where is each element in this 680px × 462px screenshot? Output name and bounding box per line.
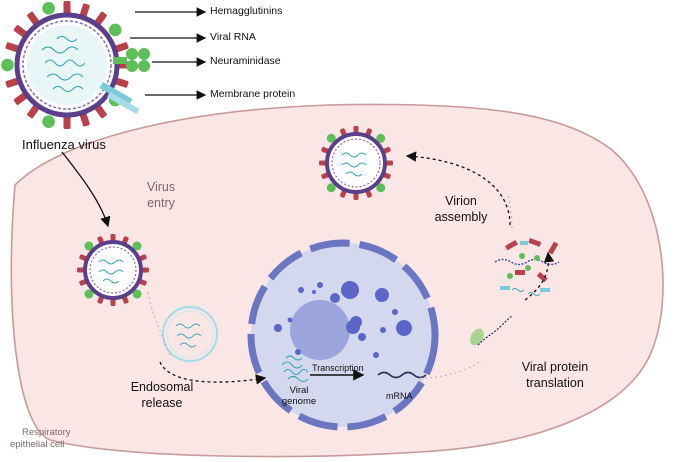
ribosome <box>470 315 513 346</box>
label-virus-entry-2: entry <box>147 196 175 210</box>
virus-entry-arrow <box>61 151 111 228</box>
nucleus <box>247 239 439 431</box>
label-virus-entry-1: Virus <box>146 180 176 194</box>
viral-genome-rna <box>281 355 309 383</box>
label-viral-genome-2: genome <box>281 396 317 407</box>
neuraminidase-spike <box>326 133 336 143</box>
neuraminidase-spike <box>42 2 55 15</box>
neuraminidase-spike <box>84 289 94 299</box>
label-translation-1: Viral protein <box>521 360 589 374</box>
neuraminidase-spike <box>326 183 336 193</box>
influenza-virus-particle <box>1 1 131 129</box>
neuraminidase-spike <box>132 241 142 251</box>
chromatin-dots <box>274 281 412 358</box>
label-cell-1: Respiratory <box>22 427 71 438</box>
neuraminidase-spike <box>42 115 55 128</box>
neuraminidase-spike <box>84 241 94 251</box>
label-translation-2: translation <box>526 376 584 390</box>
label-viral-rna: Viral RNA <box>210 31 256 43</box>
label-mrna: mRNA <box>386 391 413 401</box>
process-arrows <box>159 151 555 385</box>
faint-entry-path <box>147 291 171 356</box>
viral-protein-components <box>494 237 560 296</box>
assembly-arrow <box>405 151 511 226</box>
neuraminidase-spike <box>1 58 14 72</box>
label-hemagglutinins: Hemagglutinins <box>210 5 283 17</box>
label-virion-2: assembly <box>434 210 488 224</box>
label-influenza-virus: Influenza virus <box>22 137 106 152</box>
membrane-protein-callout <box>99 82 140 115</box>
label-endosomal-1: Endosomal <box>130 380 194 394</box>
endosomal-release-arrow <box>159 361 267 385</box>
legend-arrows <box>130 7 207 100</box>
label-virion-1: Virion <box>445 194 477 208</box>
endosome <box>161 305 219 363</box>
neuraminidase-spike <box>376 183 386 193</box>
label-membrane-protein: Membrane protein <box>210 88 296 100</box>
assembled-virion <box>319 126 393 200</box>
neuraminidase-spike <box>376 133 386 143</box>
entering-virus <box>77 234 149 306</box>
translation-arrow <box>524 251 555 301</box>
faint-mrna-path <box>419 359 483 379</box>
faint-assembly-path <box>507 194 513 229</box>
neuraminidase-callout <box>113 48 150 72</box>
label-endosomal-2: release <box>141 396 183 410</box>
label-viral-genome-1: Viral <box>289 385 309 396</box>
label-neuraminidase: Neuraminidase <box>210 55 281 67</box>
label-cell-2: epithelial cell <box>10 439 65 450</box>
nucleolus <box>290 300 350 360</box>
mrna-strand <box>377 371 427 379</box>
neuraminidase-spike <box>132 289 142 299</box>
label-transcription: Transcription <box>312 363 364 373</box>
neuraminidase-spike <box>108 23 122 37</box>
